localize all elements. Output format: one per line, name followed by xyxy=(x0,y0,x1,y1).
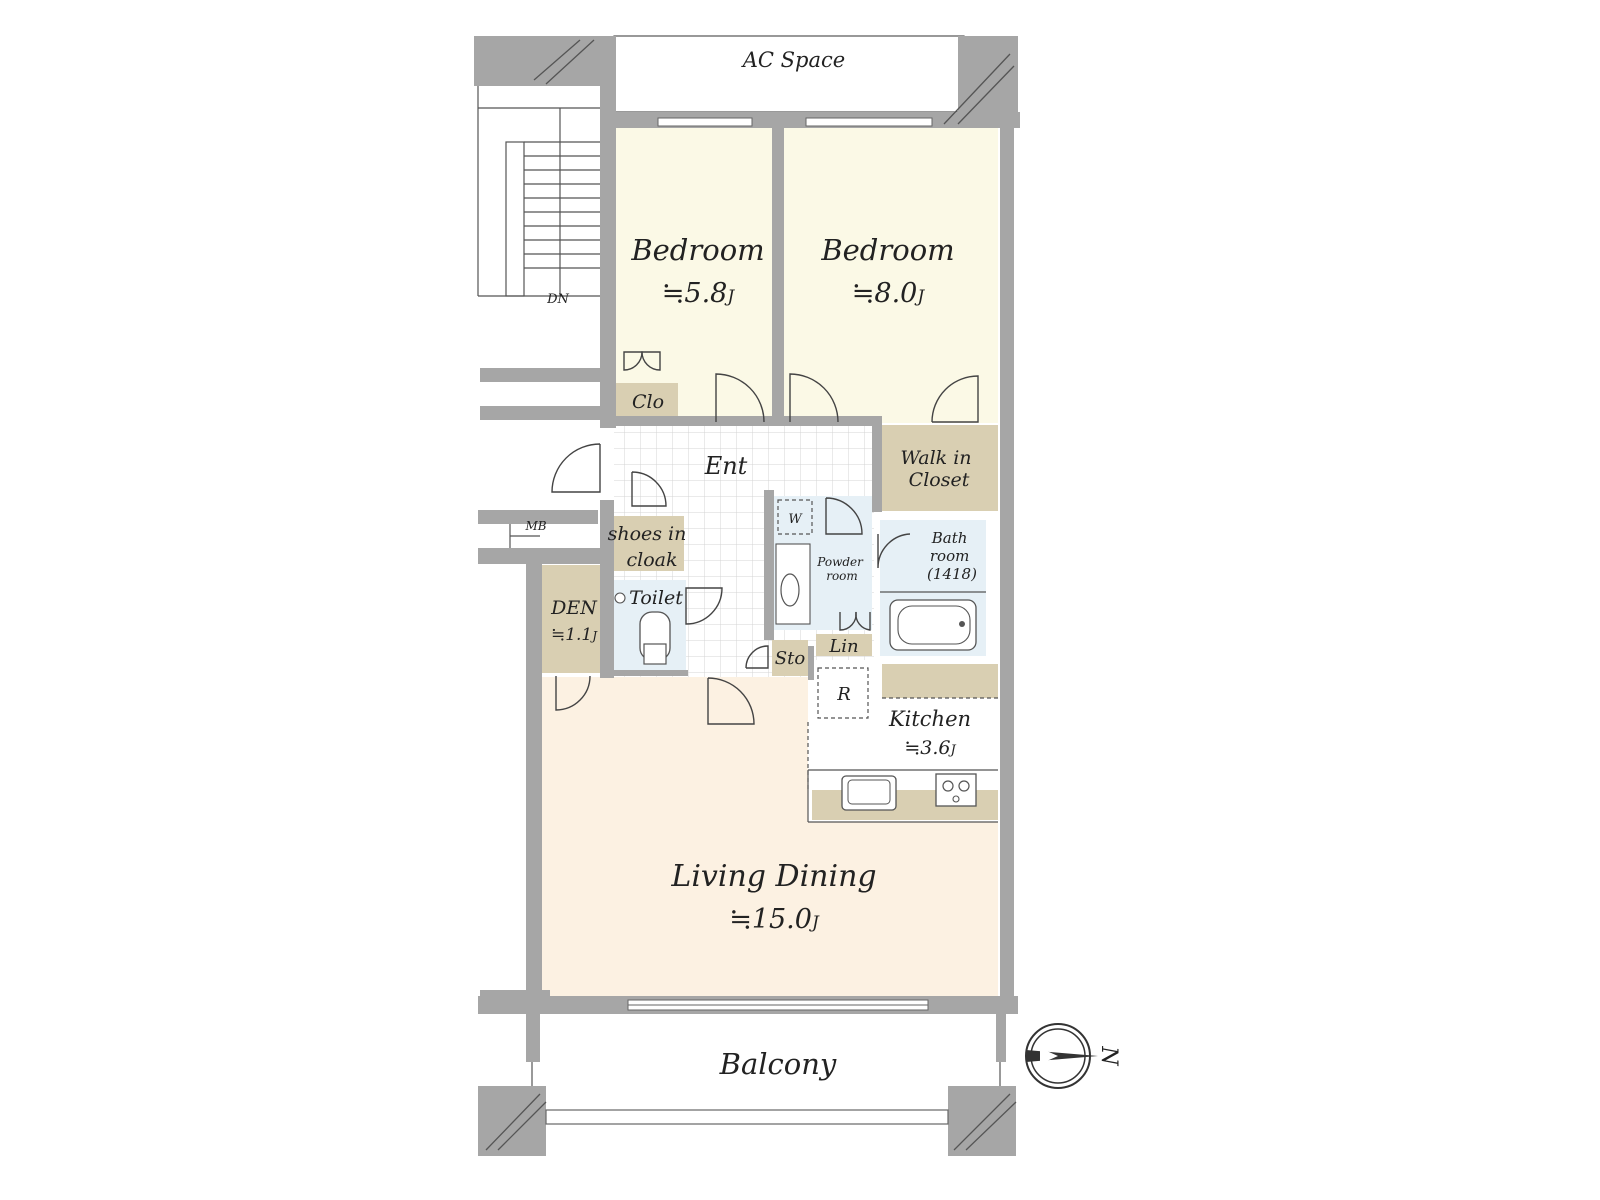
entrance-label: Ent xyxy=(704,452,748,480)
ac-space-label: AC Space xyxy=(741,48,845,72)
storage-area xyxy=(772,640,808,676)
shoes-cloak-label: shoes in cloak xyxy=(608,523,693,571)
linen-label: Lin xyxy=(828,636,858,657)
bedroom-right-name: Bedroom xyxy=(820,233,954,267)
doors xyxy=(551,351,979,725)
north-label: N xyxy=(1096,1045,1121,1066)
staircase xyxy=(477,86,600,297)
balcony-label: Balcony xyxy=(719,1047,837,1081)
balcony-railing xyxy=(531,1062,1001,1125)
windows xyxy=(627,117,933,1011)
storage-label: Sto xyxy=(775,648,806,669)
stairs-down-label: DN xyxy=(546,292,569,307)
balcony-area xyxy=(542,1014,998,1124)
washer-label: W xyxy=(788,512,803,527)
meter-box-label: MB xyxy=(524,519,546,533)
bedroom-right-area-label: ≒8.0J xyxy=(852,278,926,309)
kitchen-name: Kitchen xyxy=(888,707,971,731)
den-name: DEN xyxy=(550,597,598,619)
closet-label: Clo xyxy=(632,391,664,413)
toilet-label: Toilet xyxy=(629,587,683,609)
walk-in-closet-area xyxy=(880,425,998,511)
kitchen-area-label: ≒3.6J xyxy=(904,737,956,759)
den-area xyxy=(542,565,606,673)
living-dining-name: Living Dining xyxy=(670,859,876,894)
walk-in-closet-label: Walk in Closet xyxy=(900,447,977,491)
bath-room-label: Bath room (1418) xyxy=(927,529,977,583)
fixtures xyxy=(509,499,998,823)
bedroom-right-area xyxy=(784,128,998,423)
kitchen-counter-top xyxy=(882,664,998,698)
bedroom-left-name: Bedroom xyxy=(630,233,764,267)
refrigerator-label: R xyxy=(836,684,851,705)
north-compass-icon xyxy=(1025,1023,1098,1089)
den-area-label: ≒1.1J xyxy=(551,625,598,645)
bedroom-left-area-label: ≒5.8J xyxy=(662,278,736,309)
bedroom-left-area xyxy=(614,128,772,423)
closet-area xyxy=(616,383,678,419)
pillars xyxy=(474,36,1017,1156)
shoes-cloak-area xyxy=(614,516,684,571)
living-dining-area-label: ≒15.0J xyxy=(729,904,820,935)
powder-room-label: Powder room xyxy=(816,555,866,583)
linen-area xyxy=(816,634,872,656)
